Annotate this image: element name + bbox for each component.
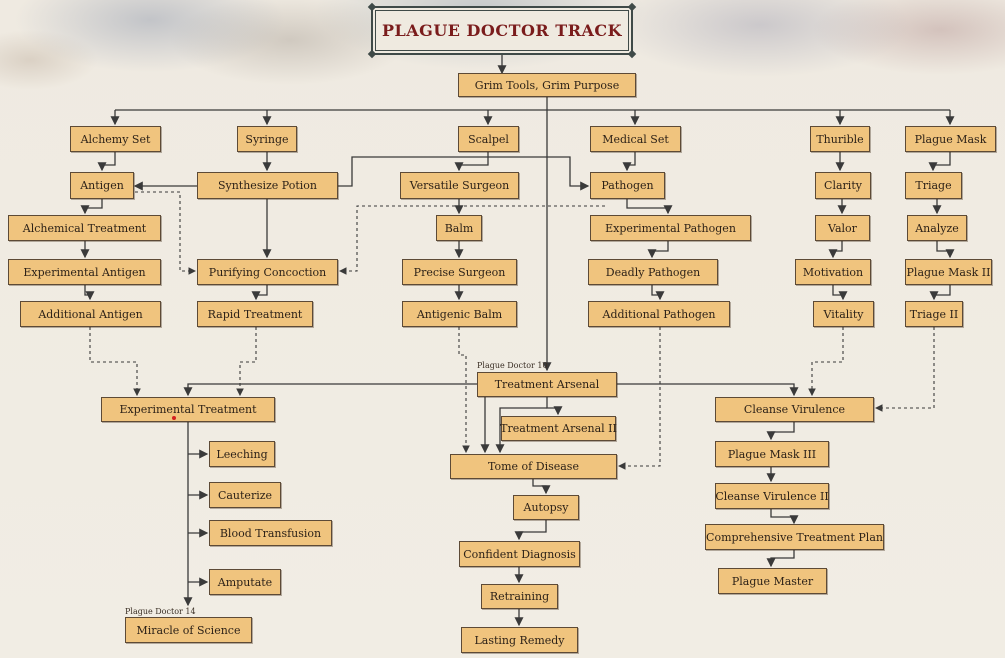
page-title: PLAGUE DOCTOR TRACK (381, 21, 623, 40)
connector (495, 407, 547, 454)
connector (832, 285, 848, 301)
node-thurible[interactable]: Thurible (810, 126, 870, 152)
connector-dashed (236, 327, 257, 397)
connector-dashed (458, 327, 470, 454)
node-amputate[interactable]: Amputate (209, 569, 281, 595)
node-additional-antigen[interactable]: Additional Antigen (20, 301, 161, 327)
connector (183, 383, 477, 397)
connector (936, 241, 955, 259)
node-experimental-pathogen[interactable]: Experimental Pathogen (590, 215, 751, 241)
connector-dashed (808, 327, 844, 397)
node-confident-diagnosis[interactable]: Confident Diagnosis (459, 541, 580, 567)
node-plague-mask[interactable]: Plague Mask (905, 126, 996, 152)
connector (84, 285, 95, 301)
connector (766, 422, 795, 441)
node-valor[interactable]: Valor (815, 215, 870, 241)
connector (828, 241, 843, 259)
connector (622, 152, 636, 172)
node-experimental-treatment[interactable]: Experimental Treatment (101, 397, 275, 422)
connector (80, 199, 103, 215)
node-synthesize-potion[interactable]: Synthesize Potion (197, 172, 338, 199)
node-rapid-treatment[interactable]: Rapid Treatment (197, 301, 313, 327)
title-banner: PLAGUE DOCTOR TRACK (367, 2, 637, 59)
connector-dashed (135, 191, 197, 275)
node-cleanse-virulence-ii[interactable]: Cleanse Virulence II (715, 483, 829, 509)
connector-dashed (89, 327, 141, 397)
connector (532, 479, 551, 495)
node-clarity[interactable]: Clarity (815, 172, 871, 199)
connector (647, 241, 669, 259)
connector (651, 285, 665, 301)
node-autopsy[interactable]: Autopsy (513, 495, 579, 520)
node-miracle-of-science[interactable]: Miracle of Science (125, 617, 252, 643)
connector (929, 285, 951, 301)
connector-dashed (617, 327, 661, 470)
connector (514, 520, 547, 541)
red-dot-marker (172, 416, 176, 420)
node-blood-transfusion[interactable]: Blood Transfusion (209, 520, 332, 546)
node-lasting-remedy[interactable]: Lasting Remedy (461, 627, 578, 653)
connector (251, 285, 268, 301)
level-tag-plague-doctor-14: Plague Doctor 14 (125, 607, 196, 616)
node-antigenic-balm[interactable]: Antigenic Balm (402, 301, 517, 327)
node-pathogen[interactable]: Pathogen (590, 172, 665, 199)
node-comprehensive-treatment-plan[interactable]: Comprehensive Treatment Plan (705, 524, 884, 550)
node-vitality[interactable]: Vitality (813, 301, 874, 327)
connector (454, 152, 489, 172)
connector (770, 509, 799, 525)
connector (546, 397, 563, 416)
node-triage[interactable]: Triage (905, 172, 962, 199)
node-antigen[interactable]: Antigen (70, 172, 134, 199)
node-motivation[interactable]: Motivation (795, 259, 871, 285)
connector (928, 152, 951, 172)
level-tag-plague-doctor-10: Plague Doctor 10 (477, 361, 548, 370)
node-grim-tools[interactable]: Grim Tools, Grim Purpose (458, 73, 636, 97)
node-versatile-surgeon[interactable]: Versatile Surgeon (400, 172, 519, 199)
node-balm[interactable]: Balm (436, 215, 482, 241)
node-alchemical-treatment[interactable]: Alchemical Treatment (8, 215, 161, 241)
node-plague-mask-ii[interactable]: Plague Mask II (905, 259, 992, 285)
connector (97, 152, 116, 172)
node-plague-mask-iii[interactable]: Plague Mask III (715, 441, 829, 467)
node-leeching[interactable]: Leeching (209, 441, 275, 467)
node-syringe[interactable]: Syringe (237, 126, 297, 152)
connector-dashed (874, 327, 935, 412)
node-cauterize[interactable]: Cauterize (209, 482, 281, 508)
node-scalpel[interactable]: Scalpel (458, 126, 519, 152)
node-analyze[interactable]: Analyze (907, 215, 967, 241)
connector (338, 156, 590, 191)
connector (626, 199, 673, 215)
node-retraining[interactable]: Retraining (481, 584, 558, 609)
node-treatment-arsenal[interactable]: Treatment Arsenal (477, 372, 617, 397)
node-cleanse-virulence[interactable]: Cleanse Virulence (715, 397, 874, 422)
node-triage-ii[interactable]: Triage II (905, 301, 963, 327)
node-plague-master[interactable]: Plague Master (718, 568, 827, 594)
node-alchemy-set[interactable]: Alchemy Set (70, 126, 161, 152)
node-medical-set[interactable]: Medical Set (590, 126, 681, 152)
node-tome-of-disease[interactable]: Tome of Disease (450, 454, 617, 479)
node-treatment-arsenal-ii[interactable]: Treatment Arsenal II (500, 416, 617, 441)
connector (617, 383, 799, 397)
node-purifying-concoction[interactable]: Purifying Concoction (197, 259, 338, 285)
node-experimental-antigen[interactable]: Experimental Antigen (8, 259, 161, 285)
node-additional-pathogen[interactable]: Additional Pathogen (588, 301, 730, 327)
node-deadly-pathogen[interactable]: Deadly Pathogen (588, 259, 718, 285)
connector (766, 550, 795, 568)
node-precise-surgeon[interactable]: Precise Surgeon (402, 259, 517, 285)
